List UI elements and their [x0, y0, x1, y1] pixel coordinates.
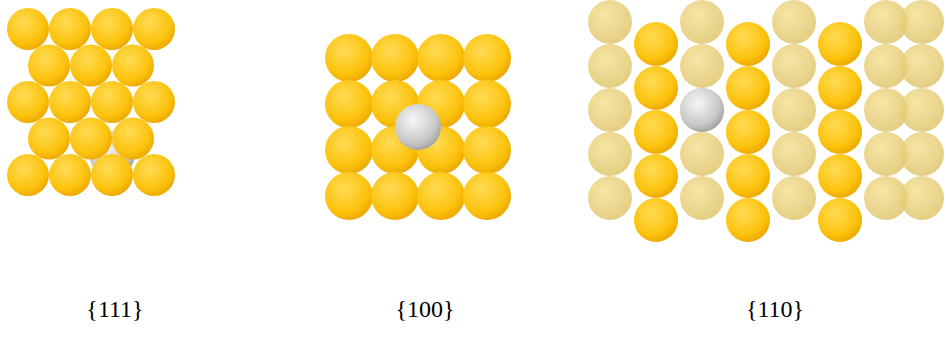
- gold-atom: [417, 34, 465, 82]
- gold-atom: [726, 110, 770, 154]
- gold-atom: [634, 66, 678, 110]
- second-layer-atom: [588, 176, 632, 220]
- gold-atom: [133, 81, 175, 123]
- gold-atom: [818, 198, 862, 242]
- gold-atom: [371, 172, 419, 220]
- second-layer-atom: [900, 0, 944, 44]
- second-layer-atom: [680, 176, 724, 220]
- gold-atom: [91, 81, 133, 123]
- second-layer-atom: [900, 44, 944, 88]
- gold-atom: [818, 22, 862, 66]
- gold-atom: [634, 22, 678, 66]
- gold-atom: [7, 8, 49, 50]
- gold-atom: [91, 8, 133, 50]
- gold-atom: [112, 45, 154, 87]
- gold-atom: [133, 8, 175, 50]
- gold-atom: [325, 172, 373, 220]
- gold-atom: [49, 81, 91, 123]
- second-layer-atom: [680, 132, 724, 176]
- gold-atom: [371, 34, 419, 82]
- gold-atom: [7, 154, 49, 196]
- gold-atom: [28, 45, 70, 87]
- gold-atom: [634, 198, 678, 242]
- gold-atom: [463, 80, 511, 128]
- gold-atom: [49, 154, 91, 196]
- gold-atom: [133, 154, 175, 196]
- second-layer-atom: [588, 132, 632, 176]
- second-layer-atom: [772, 0, 816, 44]
- fcc-110-surface: [588, 0, 944, 242]
- fcc-100-surface: [325, 34, 511, 220]
- gold-atom: [634, 154, 678, 198]
- gold-atom: [70, 118, 112, 160]
- gold-atom: [325, 34, 373, 82]
- gold-atom: [726, 154, 770, 198]
- gold-atom: [49, 8, 91, 50]
- gold-atom: [818, 154, 862, 198]
- fcc-111-surface: [7, 8, 175, 196]
- gold-atom: [634, 110, 678, 154]
- gold-atom: [463, 172, 511, 220]
- gold-atom: [28, 118, 70, 160]
- second-layer-atom: [772, 88, 816, 132]
- face-label: {110}: [746, 296, 804, 323]
- gold-atom: [417, 172, 465, 220]
- gold-atom: [463, 34, 511, 82]
- second-layer-atom: [900, 88, 944, 132]
- gold-atom: [70, 45, 112, 87]
- gold-atom: [7, 81, 49, 123]
- gold-atom: [325, 80, 373, 128]
- face-label: {111}: [86, 296, 143, 323]
- second-layer-atom: [680, 0, 724, 44]
- second-layer-atom: [680, 88, 724, 132]
- second-layer-atom: [680, 44, 724, 88]
- gold-atom: [726, 198, 770, 242]
- gold-atom: [112, 118, 154, 160]
- second-layer-atom: [900, 176, 944, 220]
- adatom: [680, 88, 724, 132]
- gold-atom: [818, 66, 862, 110]
- second-layer-atom: [772, 132, 816, 176]
- gold-atom: [726, 66, 770, 110]
- second-layer-atom: [900, 132, 944, 176]
- second-layer-atom: [588, 0, 632, 44]
- gold-atom: [91, 154, 133, 196]
- gold-atom: [325, 126, 373, 174]
- adatom: [395, 104, 441, 150]
- gold-atom: [818, 110, 862, 154]
- second-layer-atom: [588, 88, 632, 132]
- second-layer-atom: [588, 44, 632, 88]
- second-layer-atom: [772, 44, 816, 88]
- gold-atom: [726, 22, 770, 66]
- face-label: {100}: [395, 296, 454, 323]
- gold-atom: [463, 126, 511, 174]
- second-layer-atom: [772, 176, 816, 220]
